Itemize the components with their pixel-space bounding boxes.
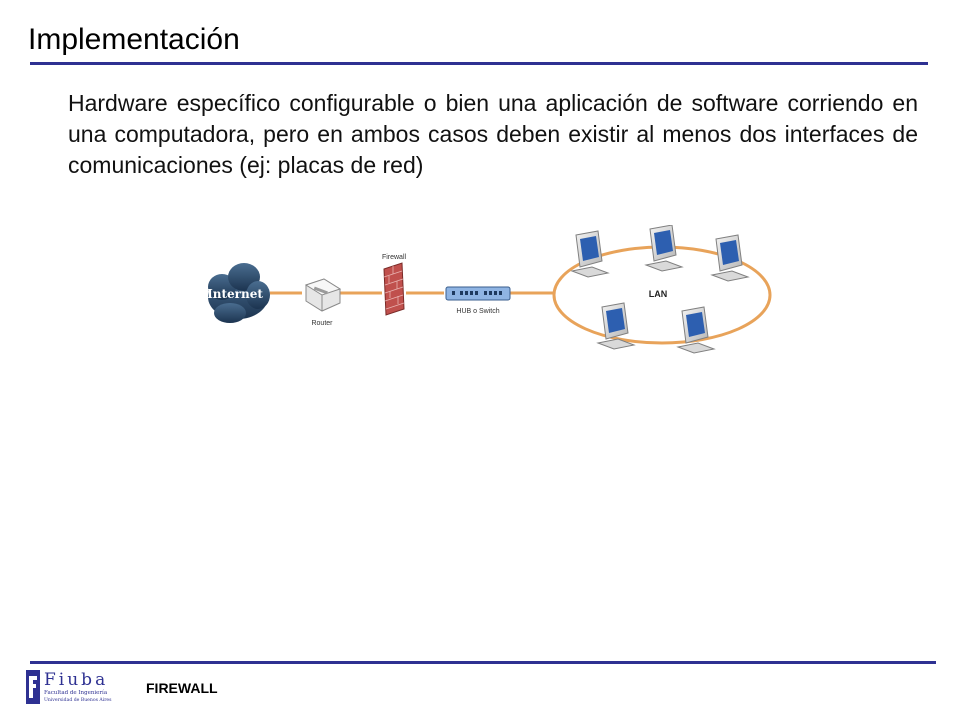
fiuba-logo: Fiuba Facultad de Ingeniería Universidad… <box>26 670 112 704</box>
footer-label: FIREWALL <box>146 680 218 696</box>
logo-subtitle-2: Universidad de Buenos Aires <box>44 697 112 703</box>
computer-icon <box>596 302 636 350</box>
internet-cloud-icon: Internet <box>207 263 270 323</box>
logo-subtitle-1: Facultad de Ingeniería <box>44 689 108 696</box>
computer-icon <box>570 230 610 278</box>
body-paragraph: Hardware específico configurable o bien … <box>68 90 918 178</box>
hub-label: HUB o Switch <box>456 308 499 315</box>
footer-divider <box>30 661 936 664</box>
firewall-icon: Firewall <box>382 254 407 316</box>
internet-label: Internet <box>207 287 263 301</box>
lan-label: LAN <box>649 289 668 299</box>
title-divider <box>30 62 928 65</box>
firewall-label: Firewall <box>382 254 407 261</box>
router-label: Router <box>311 320 333 327</box>
network-diagram: Internet Router Firewall <box>207 225 772 354</box>
computer-icon <box>644 225 684 272</box>
router-icon: Router <box>304 278 342 327</box>
computer-icon <box>710 234 750 282</box>
page-title: Implementación <box>28 23 240 56</box>
computer-icon <box>676 306 716 354</box>
logo-text: Fiuba <box>44 670 108 690</box>
fiuba-emblem-icon <box>26 670 40 704</box>
hub-switch-icon: HUB o Switch <box>445 286 511 315</box>
